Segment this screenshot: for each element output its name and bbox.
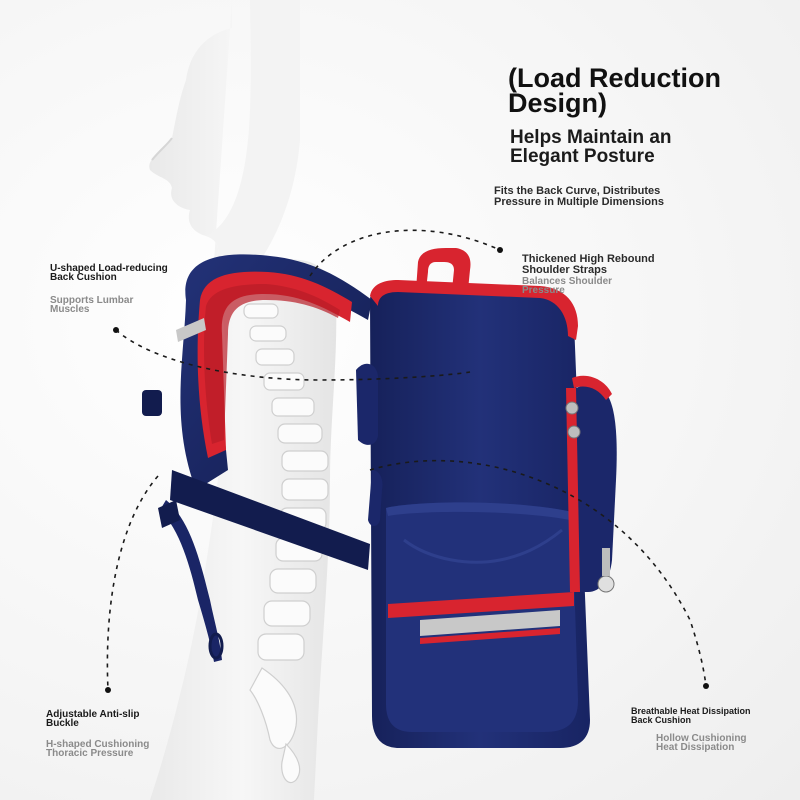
dot-heat: [703, 683, 709, 689]
callout-lines: [106, 229, 707, 691]
headline-caption: Fits the Back Curve, Distributes Pressur…: [494, 185, 664, 208]
callout-dots: [105, 247, 709, 693]
dot-buckle: [105, 687, 111, 693]
callout-buckle-sub: H-shaped Cushioning Thoracic Pressure: [46, 739, 150, 759]
callout-line-shoulder-straps: [309, 229, 501, 277]
callout-heat-label: Breathable Heat Dissipation Back Cushion: [631, 706, 751, 725]
callout-shoulder-straps-label: Thickened High Rebound Shoulder Straps: [522, 253, 655, 276]
backpack: [142, 248, 617, 748]
callout-line-buckle: [106, 475, 159, 691]
callout-buckle-label: Adjustable Anti-slip Buckle: [46, 709, 140, 729]
dot-back-cushion: [113, 327, 119, 333]
human-silhouette: [149, 0, 337, 800]
headline-title: (Load Reduction Design): [508, 63, 721, 118]
callout-line-heat: [369, 459, 707, 687]
headline-subtitle: Helps Maintain an Elegant Posture: [510, 127, 672, 167]
dot-shoulder-straps: [497, 247, 503, 253]
spine: [243, 303, 329, 784]
callout-shoulder-straps-sub: Balances Shoulder Pressure: [522, 276, 613, 296]
callout-line-back-cushion: [115, 329, 471, 381]
callout-back-cushion-sub: Supports Lumbar Muscles: [50, 295, 134, 315]
callout-back-cushion-label: U-shaped Load-reducing Back Cushion: [50, 263, 168, 283]
callout-heat-sub: Hollow Cushioning Heat Dissipation: [656, 733, 747, 753]
